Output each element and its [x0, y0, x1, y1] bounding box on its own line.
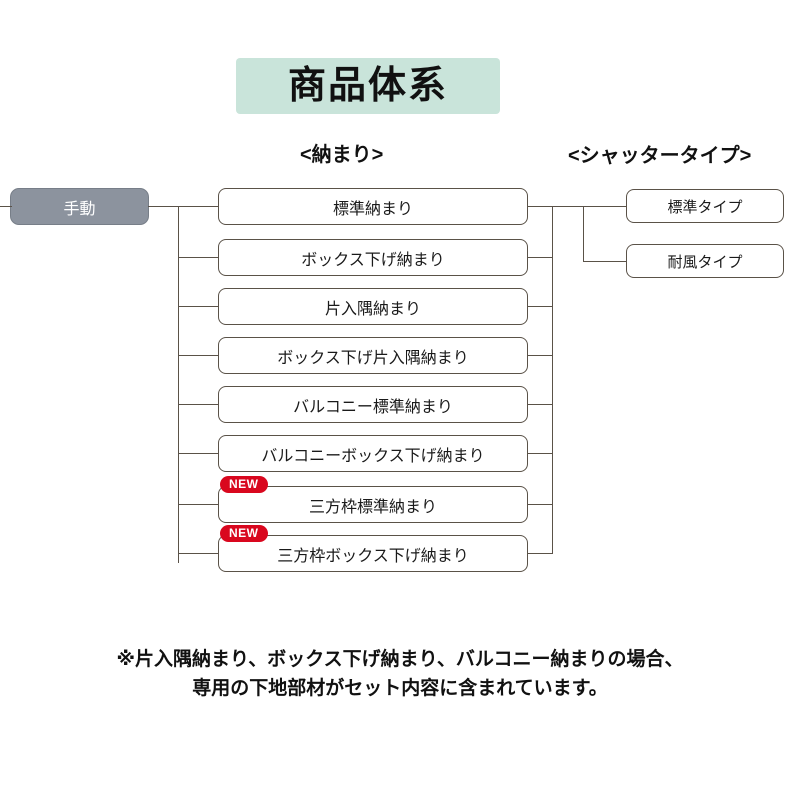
node-root-manual-label: 手動	[63, 200, 96, 218]
node-osamari-3-label: 片入隅納まり	[324, 300, 421, 318]
connector-branch-6	[178, 453, 219, 455]
connector-right-rail	[552, 206, 554, 554]
page-title: 商品体系	[287, 65, 448, 107]
connector-out-2	[527, 257, 553, 259]
column-header-shutter-type: <シャッタータイプ>	[568, 145, 752, 167]
connector-branch-5	[178, 404, 219, 406]
node-osamari-3[interactable]: 片入隅納まり	[218, 288, 528, 325]
connector-out-5	[527, 404, 553, 406]
connector-rail-to-shutter-trunk	[552, 206, 584, 208]
footnote: ※片入隅納まり、ボックス下げ納まり、バルコニー納まりの場合、 専用の下地部材がセ…	[0, 645, 800, 704]
connector-branch-4	[178, 355, 219, 357]
node-osamari-5[interactable]: バルコニー標準納まり	[218, 386, 528, 423]
connector-out-7	[527, 504, 553, 506]
node-osamari-8[interactable]: 三方枠ボックス下げ納まり	[218, 535, 528, 572]
connector-out-3	[527, 306, 553, 308]
new-badge-osamari-8: NEW	[220, 525, 268, 542]
node-osamari-7-label: 三方枠標準納まり	[308, 498, 437, 516]
connector-out-1	[527, 206, 553, 208]
footnote-line-2: 専用の下地部材がセット内容に含まれています。	[192, 678, 608, 700]
connector-left-trunk	[178, 206, 180, 563]
connector-shutter-branch-2	[583, 261, 627, 263]
connector-branch-7	[178, 504, 219, 506]
page-title-banner: 商品体系	[236, 58, 500, 114]
node-shutter-standard[interactable]: 標準タイプ	[626, 189, 784, 223]
node-osamari-2[interactable]: ボックス下げ納まり	[218, 239, 528, 276]
connector-shutter-branch-1	[583, 206, 627, 208]
node-osamari-4[interactable]: ボックス下げ片入隅納まり	[218, 337, 528, 374]
connector-branch-3	[178, 306, 219, 308]
footnote-line-1: ※片入隅納まり、ボックス下げ納まり、バルコニー納まりの場合、	[116, 649, 684, 670]
column-header-osamari: <納まり>	[300, 144, 384, 166]
connector-shutter-trunk	[583, 206, 585, 262]
node-osamari-6[interactable]: バルコニーボックス下げ納まり	[218, 435, 528, 472]
connector-out-6	[527, 453, 553, 455]
node-shutter-windproof[interactable]: 耐風タイプ	[626, 244, 784, 278]
node-osamari-7[interactable]: 三方枠標準納まり	[218, 486, 528, 523]
connector-branch-1	[178, 206, 219, 208]
connector-out-4	[527, 355, 553, 357]
node-root-manual[interactable]: 手動	[10, 188, 149, 225]
node-osamari-5-label: バルコニー標準納まり	[293, 398, 453, 416]
node-osamari-1-label: 標準納まり	[332, 200, 413, 218]
node-osamari-2-label: ボックス下げ納まり	[301, 251, 445, 269]
node-osamari-1[interactable]: 標準納まり	[218, 188, 528, 225]
new-badge-osamari-7: NEW	[220, 476, 268, 493]
connector-root-to-trunk	[148, 206, 179, 208]
connector-root-left-stub	[0, 206, 12, 208]
connector-branch-2	[178, 257, 219, 259]
node-shutter-standard-label: 標準タイプ	[667, 198, 743, 216]
connector-out-8	[527, 553, 553, 555]
connector-branch-8	[178, 553, 219, 555]
node-shutter-windproof-label: 耐風タイプ	[667, 253, 743, 271]
node-osamari-8-label: 三方枠ボックス下げ納まり	[277, 547, 469, 565]
node-osamari-4-label: ボックス下げ片入隅納まり	[277, 349, 469, 367]
node-osamari-6-label: バルコニーボックス下げ納まり	[261, 447, 485, 465]
